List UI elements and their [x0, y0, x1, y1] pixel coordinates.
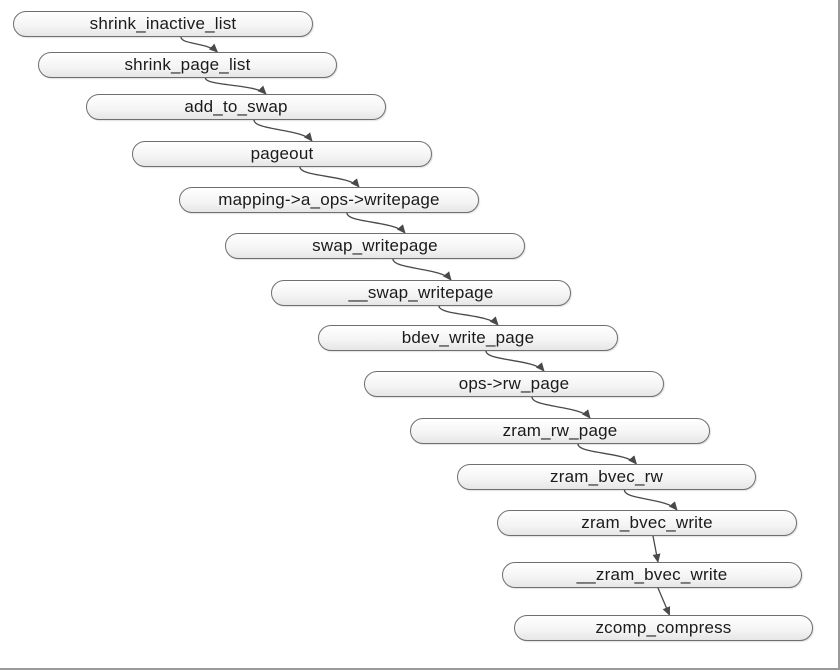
node-zram-bvec-write-internal: __zram_bvec_write [502, 562, 802, 588]
node-ops-rw-page: ops->rw_page [364, 371, 664, 397]
node-bdev-write-page: bdev_write_page [318, 325, 618, 351]
node-zram-bvec-rw: zram_bvec_rw [457, 464, 756, 490]
node-zram-rw-page: zram_rw_page [410, 418, 710, 444]
node-swap-writepage-internal: __swap_writepage [271, 280, 571, 306]
node-mapping-writepage: mapping->a_ops->writepage [179, 187, 479, 213]
node-swap-writepage: swap_writepage [225, 233, 525, 259]
node-shrink-inactive-list: shrink_inactive_list [13, 11, 313, 37]
node-zcomp-compress: zcomp_compress [514, 615, 813, 641]
node-zram-bvec-write: zram_bvec_write [497, 510, 797, 536]
node-shrink-page-list: shrink_page_list [38, 52, 337, 78]
node-pageout: pageout [132, 141, 432, 167]
node-add-to-swap: add_to_swap [86, 94, 386, 120]
